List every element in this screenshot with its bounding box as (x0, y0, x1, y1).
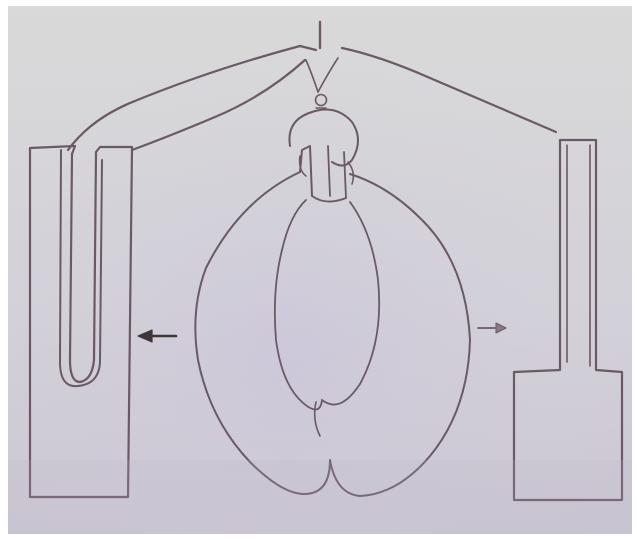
paper-shadow (8, 460, 632, 534)
